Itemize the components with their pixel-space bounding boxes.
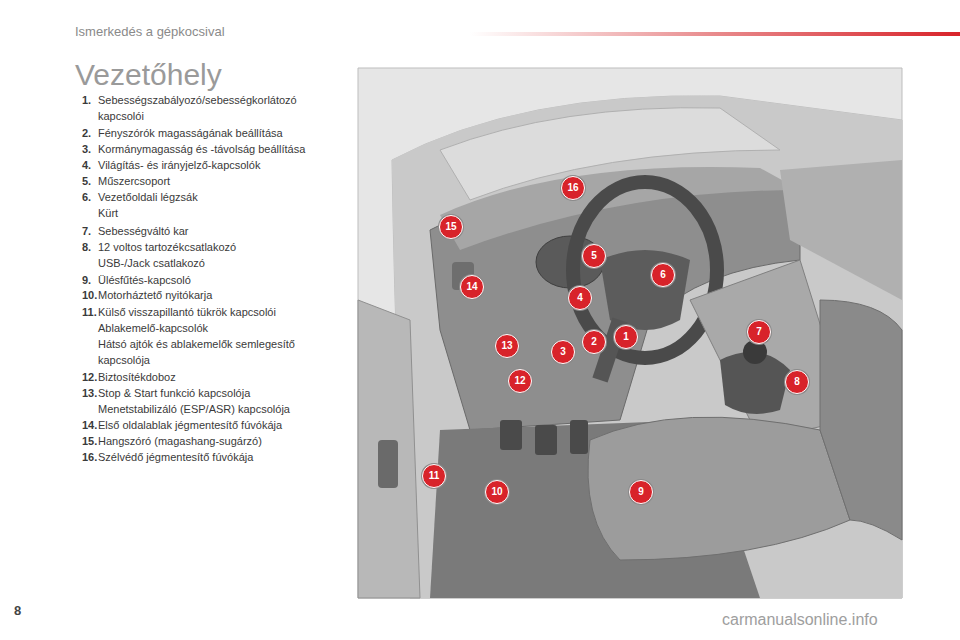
callout-badge: 8 [785, 370, 809, 394]
callout-badge: 15 [439, 215, 463, 239]
callout-badge: 12 [508, 369, 532, 393]
list-item-text: Sebességszabályozó/sebességkorlátozó kap… [98, 92, 338, 124]
list-item-text: Hátsó ajtók és ablakemelők semlegesítő k… [98, 336, 338, 368]
callout-badge: 9 [629, 480, 653, 504]
callout-badge: 3 [551, 340, 575, 364]
list-item-text: Első oldalablak jégmentesítő fúvókája [98, 417, 338, 433]
callout-badge: 6 [651, 263, 675, 287]
list-number: 4. [82, 157, 91, 173]
list-item-text: Műszercsoport [98, 173, 338, 189]
callout-number: 3 [560, 347, 566, 357]
list-item-text: USB-/Jack csatlakozó [98, 255, 338, 271]
callout-number: 1 [623, 332, 629, 342]
callout-badge: 10 [485, 480, 509, 504]
callout-badge: 2 [582, 330, 606, 354]
list-number: 1. [82, 92, 91, 108]
list-item-text: 12 voltos tartozékcsatlakozó [98, 239, 338, 255]
door-panel [358, 300, 420, 598]
list-number: 6. [82, 189, 91, 205]
callout-number: 11 [429, 471, 440, 481]
list-number: 10. [82, 287, 97, 303]
list-number: 13. [82, 385, 97, 401]
picture-ground [358, 68, 902, 598]
seat [588, 417, 850, 560]
list-item-text: Világítás- és irányjelző-kapcsolók [98, 157, 338, 173]
list-number: 8. [82, 239, 91, 255]
list-item-text: Kürt [98, 205, 338, 221]
list-item-text: Fényszórók magasságának beállítása [98, 125, 338, 141]
callout-number: 2 [591, 337, 597, 347]
list-item-text: Vezetőoldali légzsák [98, 189, 338, 205]
list-number: 15. [82, 433, 97, 449]
list-number: 9. [82, 272, 91, 288]
list-item-text: Menetstabilizáló (ESP/ASR) kapcsolója [98, 401, 338, 417]
callout-number: 13 [501, 341, 512, 351]
list-number: 7. [82, 223, 91, 239]
list-number: 3. [82, 141, 91, 157]
callout-badge: 11 [422, 464, 446, 488]
callout-number: 9 [638, 487, 644, 497]
list-number: 5. [82, 173, 91, 189]
section-header: Ismerkedés a gépkocsival [75, 24, 225, 40]
pedal [535, 425, 557, 455]
callout-badge: 16 [561, 176, 585, 200]
pedal [500, 420, 522, 450]
list-item-text: Biztosítékdoboz [98, 369, 338, 385]
list-item-text: Szélvédő jégmentesítő fúvókája [98, 449, 338, 465]
passenger-door [780, 160, 902, 300]
callout-number: 12 [514, 376, 525, 386]
callout-number: 5 [591, 251, 597, 261]
callout-badge: 14 [460, 275, 484, 299]
callout-badge: 5 [582, 244, 606, 268]
list-number: 12. [82, 369, 97, 385]
callout-badge: 1 [614, 325, 638, 349]
watermark: carmanualsonline.info [722, 612, 878, 628]
interior [392, 96, 902, 598]
page-title: Vezetőhely [75, 58, 222, 92]
callout-number: 7 [756, 327, 762, 337]
list-number: 11. [82, 304, 97, 320]
list-item-text: Hangszóró (magashang-sugárzó) [98, 433, 338, 449]
header-rule [470, 32, 960, 36]
list-item-text: Sebességváltó kar [98, 223, 338, 239]
car-body [358, 68, 902, 598]
list-item-text: Ablakemelő-kapcsolók [98, 320, 338, 336]
list-number: 14. [82, 417, 97, 433]
seat-back [820, 300, 902, 540]
list-item-text: Motorháztető nyitókarja [98, 287, 338, 303]
list-item-text: Stop & Start funkció kapcsolója [98, 385, 338, 401]
callout-badge: 4 [568, 286, 592, 310]
callout-number: 8 [794, 377, 800, 387]
steering-wheel [573, 182, 717, 358]
callout-number: 6 [660, 270, 666, 280]
callout-number: 10 [491, 487, 502, 497]
dash-top [440, 167, 800, 250]
list-number: 2. [82, 125, 91, 141]
window-switches [378, 440, 398, 488]
list-item-text: Külső visszapillantó tükrök kapcsolói [98, 304, 338, 320]
page-number: 8 [14, 603, 21, 619]
callout-badge: 7 [747, 320, 771, 344]
callout-number: 16 [567, 183, 578, 193]
callout-number: 14 [466, 282, 477, 292]
callout-number: 4 [577, 293, 583, 303]
callout-number: 15 [445, 222, 456, 232]
callout-badge: 13 [495, 334, 519, 358]
list-item-text: Kormánymagasság és -távolság beállítása [98, 141, 338, 157]
list-number: 16. [82, 449, 97, 465]
pedal [570, 420, 588, 454]
list-item-text: Ülésfűtés-kapcsoló [98, 272, 338, 288]
